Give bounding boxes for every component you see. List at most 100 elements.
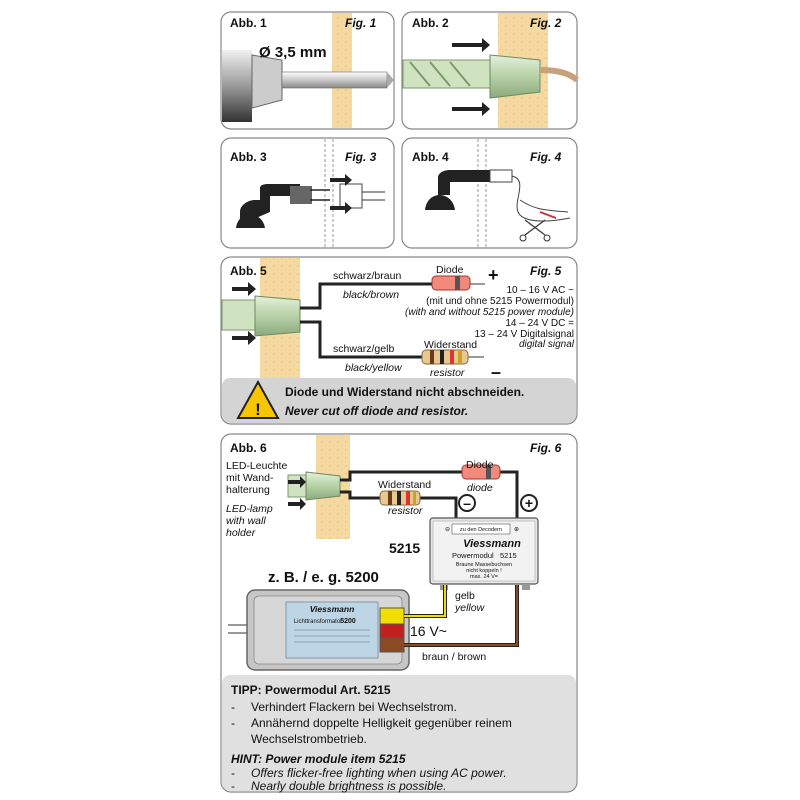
lamp-label-en: with wall: [226, 515, 266, 527]
svg-text:5200: 5200: [340, 618, 356, 625]
wire-bottom-label-en: black/yellow: [345, 362, 403, 374]
lamp-label-en: LED-lamp: [226, 503, 273, 515]
brown-wire: [404, 585, 518, 646]
diode-label: Diode: [436, 264, 464, 276]
abb-label: Abb. 2: [412, 16, 449, 30]
svg-text:+: +: [525, 495, 533, 511]
module-number: 5215: [389, 540, 420, 556]
spec-digital: 13 – 24 V Digitalsignal: [474, 329, 574, 340]
brown-label: braun / brown: [422, 651, 486, 663]
arrow-icon: [232, 282, 256, 296]
panel-fig6: – + Abb. 6 Fig. 6 LED-Leuchte mit Wand- …: [220, 433, 578, 793]
panel-fig2: Abb. 2 Fig. 2: [401, 11, 579, 130]
svg-text:zu den Decodern: zu den Decodern: [460, 527, 502, 533]
warning-text-de: Diode und Widerstand nicht abschneiden.: [285, 385, 524, 399]
yellow-label-en: yellow: [454, 602, 486, 614]
spec-digital-en: digital signal: [519, 339, 575, 350]
arrow-icon: [330, 174, 352, 186]
minus-terminal-icon: [458, 494, 476, 512]
svg-text:nicht koppeln !: nicht koppeln !: [466, 568, 502, 574]
lamp-holder: [240, 184, 300, 225]
svg-text:-: -: [231, 779, 235, 793]
scissors-icon: [524, 219, 546, 236]
spec-dc: 14 – 24 V DC =: [505, 318, 574, 329]
arrow-icon: [288, 476, 306, 488]
red-terminal: [379, 623, 405, 639]
lamp-label-de: LED-Leuchte: [226, 460, 287, 472]
fig-label: Fig. 6: [530, 441, 562, 455]
brand-logo: Viessmann: [310, 604, 355, 614]
arrow-icon: [288, 498, 306, 510]
brown-terminal: [379, 637, 405, 653]
fig-label: Fig. 4: [530, 150, 562, 164]
hint-item: Offers flicker-free lighting when using …: [251, 766, 507, 780]
abb-label: Abb. 1: [230, 16, 267, 30]
transformer-5200: Viessmann Lichttransformator 5200: [228, 589, 410, 671]
drill-chuck: [222, 50, 252, 122]
svg-text:5215: 5215: [500, 551, 517, 560]
tip-item: Wechselstrombetrieb.: [251, 732, 367, 746]
diode-component: [431, 275, 471, 291]
fig-label: Fig. 3: [345, 150, 377, 164]
hint-title: HINT: Power module item 5215: [231, 752, 406, 766]
svg-text:max. 24 V=: max. 24 V=: [470, 574, 498, 580]
hint-item: Nearly double brightness is possible.: [251, 779, 446, 793]
panel-fig1: Abb. 1 Fig. 1 Ø 3,5 mm: [220, 11, 395, 130]
svg-text:Braune Massebuchsen: Braune Massebuchsen: [456, 562, 512, 568]
fig-label: Fig. 2: [530, 16, 562, 30]
wire-bottom-label: schwarz/gelb: [333, 343, 394, 355]
warning-text-en: Never cut off diode and resistor.: [285, 404, 468, 418]
svg-text:Powermodul: Powermodul: [452, 551, 494, 560]
tip-item: Verhindert Flackern bei Wechselstrom.: [251, 700, 457, 714]
svg-text:-: -: [231, 766, 235, 780]
spec-powermodule-en: (with and without 5215 power module): [405, 307, 574, 318]
drill-bit: [281, 71, 388, 89]
abb-label: Abb. 3: [230, 150, 267, 164]
tip-box: TIPP: Powermodul Art. 5215 - Verhindert …: [222, 675, 576, 793]
abb-label: Abb. 4: [412, 150, 449, 164]
svg-text:-: -: [231, 716, 235, 730]
lamp-label-en: holder: [226, 527, 256, 539]
arrow-icon: [452, 38, 490, 52]
arrow-icon: [330, 202, 352, 214]
fig-label: Fig. 1: [345, 16, 377, 30]
lamp-label-de: halterung: [226, 484, 270, 496]
panel-fig5: Abb. 5 Fig. 5 schwarz/braun black/brown …: [220, 256, 578, 425]
panel-fig4: Abb. 4 Fig. 4: [401, 137, 578, 249]
wire-top-label-en: black/brown: [343, 289, 399, 301]
diode-label-en: diode: [467, 482, 493, 494]
diode-label: Diode: [466, 459, 494, 471]
svg-text:⊕: ⊕: [514, 527, 519, 533]
svg-text:⊖: ⊖: [445, 527, 450, 533]
yellow-label: gelb: [455, 590, 475, 602]
plus-terminal-icon: [520, 494, 538, 512]
svg-text:!: !: [255, 400, 261, 419]
resistor-label: Widerstand: [424, 339, 477, 351]
spec-ac: 10 – 16 V AC ~: [506, 285, 574, 296]
resistor-label-en: resistor: [388, 505, 423, 517]
resistor-label-en: resistor: [430, 367, 465, 379]
yellow-terminal: [379, 607, 405, 625]
tip-title: TIPP: Powermodul Art. 5215: [231, 683, 391, 697]
voltage-label: 16 V~: [410, 623, 447, 639]
svg-text:–: –: [463, 495, 471, 511]
svg-text:-: -: [231, 700, 235, 714]
transformer-title: z. B. / e. g. 5200: [268, 569, 379, 586]
drill-diameter: Ø 3,5 mm: [259, 44, 327, 61]
resistor-label: Widerstand: [378, 479, 431, 491]
fig-label: Fig. 5: [530, 264, 562, 278]
plus-symbol: +: [488, 265, 499, 285]
yellow-wire: [404, 585, 446, 617]
warning-banner: ! Diode und Widerstand nicht abschneiden…: [222, 378, 576, 423]
tip-item: Annähernd doppelte Helligkeit gegenüber …: [251, 716, 512, 730]
abb-label: Abb. 5: [230, 264, 267, 278]
warning-icon: [236, 379, 280, 419]
svg-text:Lichttransformator: Lichttransformator: [294, 619, 342, 625]
arrow-icon: [232, 331, 256, 345]
wire-top-label: schwarz/braun: [333, 270, 401, 282]
power-module-5215: ⊖ zu den Decodern ⊕ Viessmann Powermodul…: [429, 517, 539, 590]
brand-logo: Viessmann: [463, 538, 521, 550]
panel-fig3: Abb. 3 Fig. 3: [220, 137, 395, 249]
lamp-label-de: mit Wand-: [226, 472, 274, 484]
